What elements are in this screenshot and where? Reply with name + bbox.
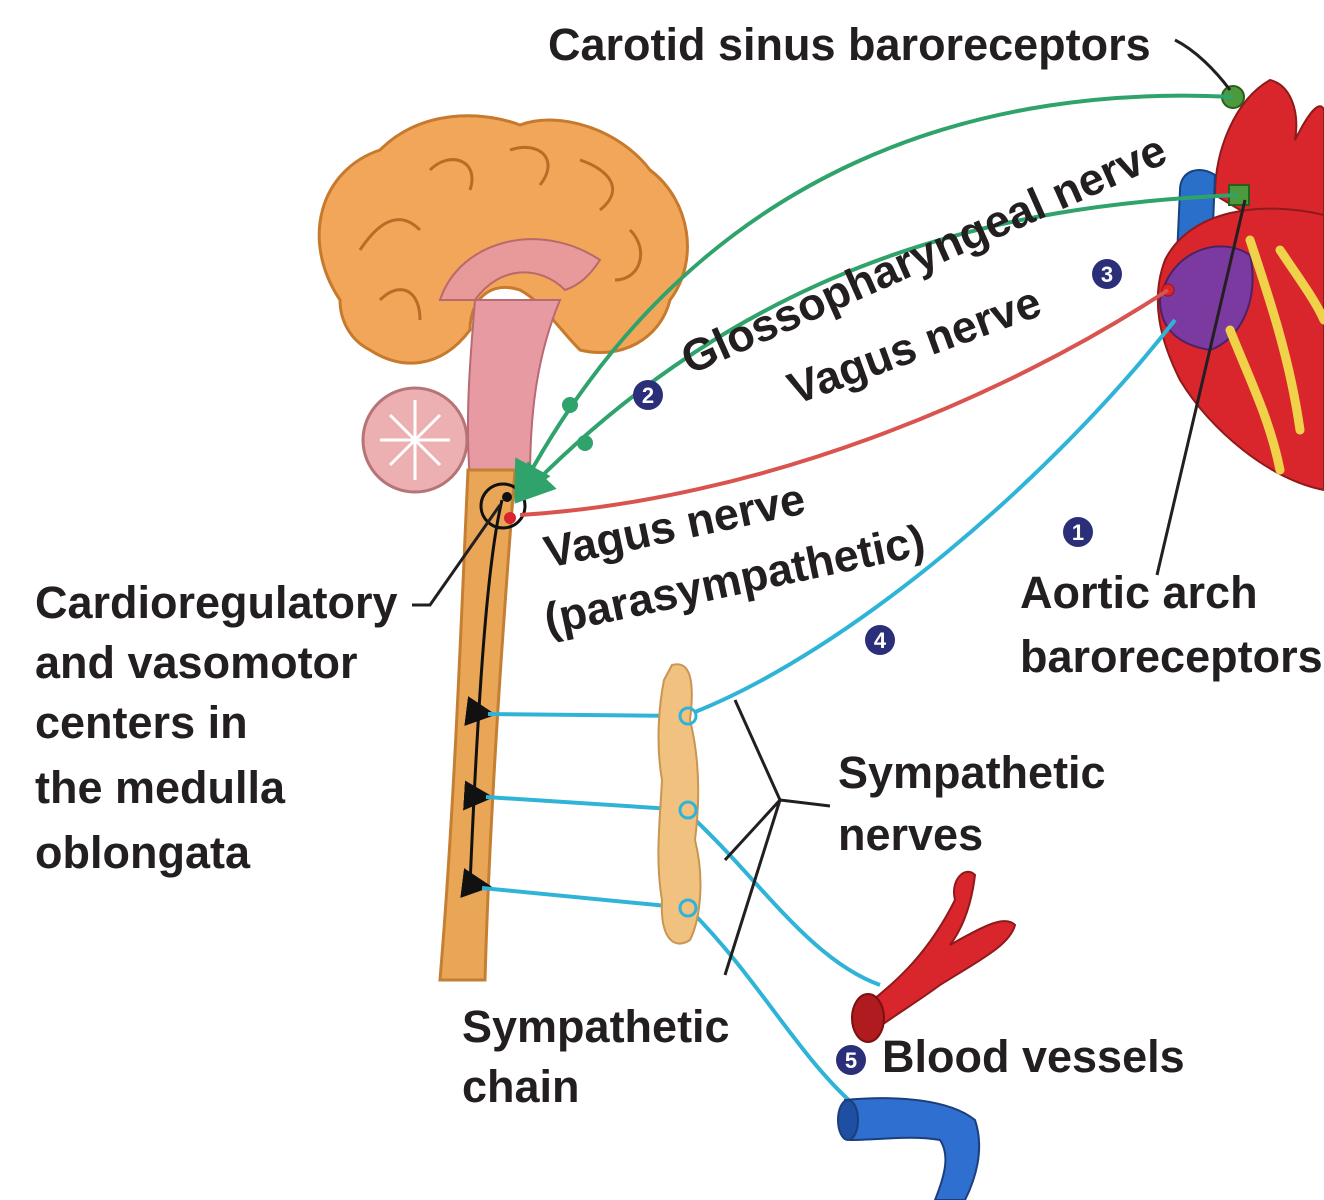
medulla-dot-black [502, 492, 512, 502]
vagus-parasympathetic-path [519, 288, 1170, 517]
badge-1: 1 [1063, 517, 1093, 547]
glossopharyngeal-nerve-path [514, 93, 1234, 503]
cerebellum [361, 386, 469, 494]
svg-text:2: 2 [642, 383, 654, 408]
label-blood-vessels: Blood vessels [882, 1031, 1185, 1082]
coronary-vessels [1225, 235, 1324, 475]
label-cardioregulatory-line-1: Cardioregulatory [35, 577, 398, 628]
label-aortic-arch-line-1: Aortic arch [1020, 567, 1258, 618]
label-cardioregulatory-line-2: and vasomotor [35, 637, 358, 688]
label-sympathetic-nerves-line-2: nerves [838, 809, 983, 860]
brainstem [466, 299, 562, 481]
brain-folds [358, 145, 643, 321]
badge-5: 5 [836, 1045, 866, 1075]
label-carotid-sinus: Carotid sinus baroreceptors [548, 19, 1151, 70]
cardio-leader [412, 504, 502, 607]
vagus-sensory-nerve-path [514, 193, 1239, 504]
label-cardioregulatory-line-4: the medulla [35, 762, 286, 813]
label-cardioregulatory-line-5: oblongata [35, 827, 251, 878]
label-aortic-arch-line-2: baroreceptors [1020, 631, 1323, 682]
label-sympathetic-chain-line-2: chain [462, 1061, 580, 1112]
svg-text:5: 5 [845, 1048, 857, 1073]
glosso-ganglion [562, 397, 578, 413]
descending-branch-2 [463, 780, 494, 811]
chain-ganglion-2 [678, 800, 698, 820]
sympathetic-to-artery [688, 813, 881, 987]
medulla-center-circle [479, 482, 527, 530]
artery [851, 870, 1017, 1043]
aortic-leader [1155, 199, 1247, 576]
symp-nerves-bracket [723, 699, 831, 976]
medulla-dot-red [504, 512, 516, 524]
brain [317, 114, 689, 494]
sympathetic-to-vein [688, 908, 862, 1112]
cerebrum [317, 114, 689, 365]
vein [837, 1097, 981, 1200]
heart [1156, 78, 1324, 492]
svg-text:4: 4 [874, 628, 887, 653]
preganglionic-1 [487, 712, 689, 718]
descending-branch-3 [460, 868, 492, 898]
badge-3: 3 [1092, 259, 1122, 289]
label-sympathetic-chain-line-1: Sympathetic [462, 1001, 730, 1052]
chain-ganglion-1 [678, 706, 698, 726]
svg-text:3: 3 [1101, 262, 1113, 287]
carotid-leader [1174, 38, 1232, 91]
badge-2: 2 [633, 380, 663, 410]
vagus-ganglion [577, 435, 593, 451]
preganglionic-3 [481, 886, 689, 910]
badge-4: 4 [865, 625, 895, 655]
preganglionic-2 [485, 795, 689, 812]
descending-branch-1 [464, 696, 496, 726]
chain-ganglion-3 [678, 898, 698, 918]
sympathetic-chain [657, 663, 702, 945]
label-sympathetic-nerves-line-1: Sympathetic [838, 747, 1106, 798]
label-cardioregulatory-line-3: centers in [35, 697, 248, 748]
svg-text:1: 1 [1072, 520, 1084, 545]
corpus-callosum [438, 238, 602, 301]
sympathetic-to-heart [694, 318, 1177, 714]
